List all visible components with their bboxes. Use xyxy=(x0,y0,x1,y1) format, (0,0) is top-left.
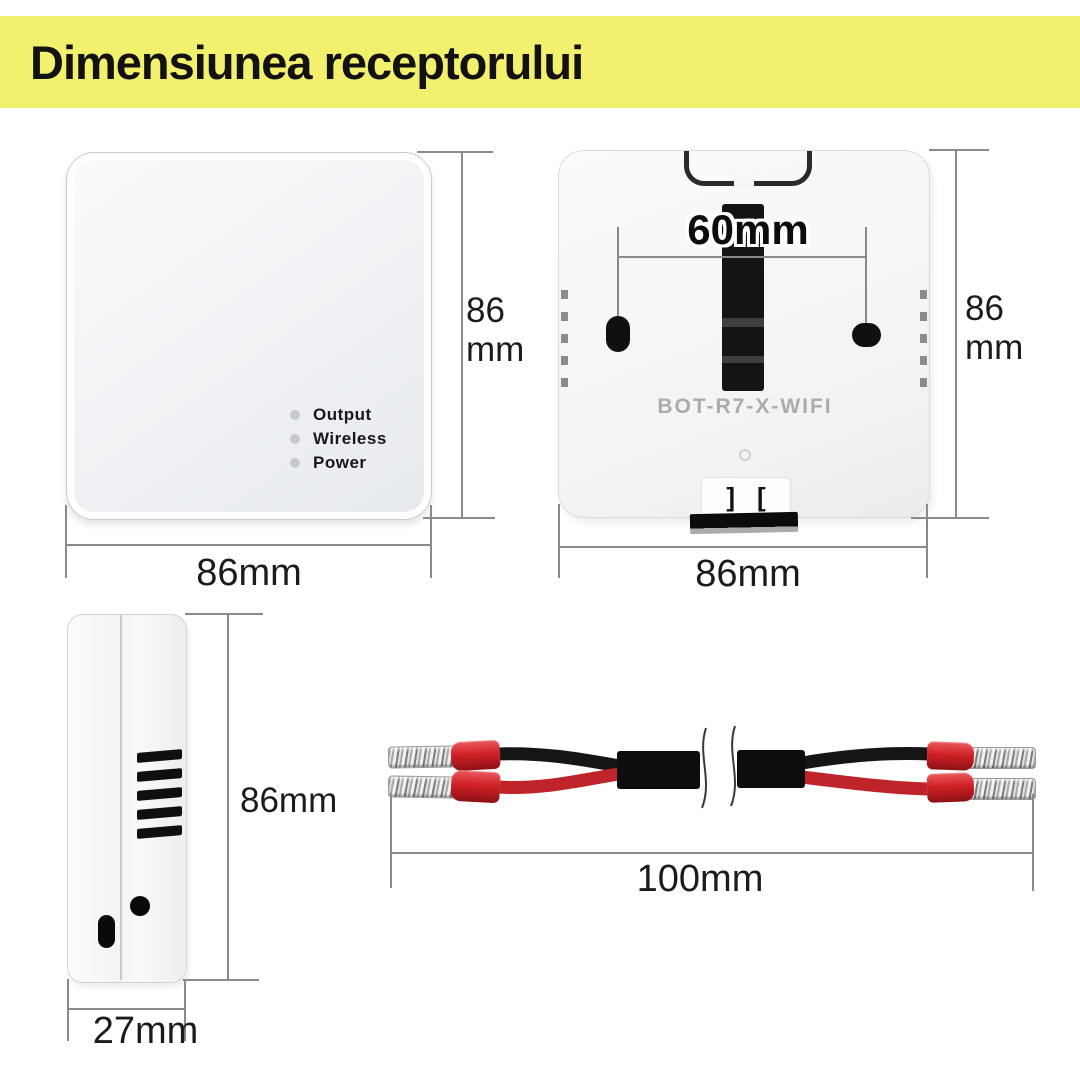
side-height-dim-tick-top xyxy=(185,613,263,615)
back-width-label: 86mm xyxy=(695,553,801,595)
output-led-label: Output xyxy=(313,405,372,424)
hole-spacing-dim-line xyxy=(617,256,866,258)
side-depth-label: 27mm xyxy=(92,1010,199,1052)
black-wire-left xyxy=(490,747,632,774)
side-depth-dim-line xyxy=(68,1008,185,1010)
back-width-dim-line xyxy=(559,546,927,548)
front-width-label: 86mm xyxy=(196,552,302,594)
vent-slot xyxy=(561,356,568,365)
break-mark-left xyxy=(701,727,708,809)
cable-length-tick-left xyxy=(390,796,392,888)
back-height-label: 86 mm xyxy=(965,289,1024,367)
side-button-hole xyxy=(130,896,150,916)
side-depth-dim-tick-left xyxy=(67,979,69,1041)
rail-slot-segment xyxy=(722,356,764,363)
front-height-dim-tick-bottom xyxy=(423,517,495,519)
led-row-power: Power xyxy=(290,453,367,473)
page-title: Dimensiunea receptorului xyxy=(30,35,584,89)
mounting-hole-right xyxy=(852,323,881,347)
vent-slot xyxy=(920,378,927,387)
side-height-dim-tick-bottom xyxy=(183,979,259,981)
break-mark-right xyxy=(730,725,737,807)
bare-wire-end xyxy=(387,775,458,799)
crimp-ferrule xyxy=(926,772,975,803)
front-height-dim-tick-top xyxy=(417,151,493,153)
vent-slot xyxy=(920,290,927,299)
red-wire-left xyxy=(490,766,632,794)
receiver-side-profile xyxy=(67,614,187,983)
cable-drawing xyxy=(490,725,937,809)
back-height-dim-tick-top xyxy=(929,149,989,151)
black-wire-right xyxy=(795,746,937,770)
crimp-ferrule xyxy=(450,769,501,804)
front-width-dim-tick-right xyxy=(430,505,432,578)
cable-sheath-right xyxy=(737,750,805,788)
vent-slot xyxy=(561,290,568,299)
bare-wire-end xyxy=(387,745,458,769)
hole-spacing-tick-left xyxy=(617,227,619,330)
front-width-dim-tick-left xyxy=(65,505,67,578)
mounting-notch-gap xyxy=(734,172,754,188)
red-wire-right xyxy=(795,770,937,796)
receiver-front-face xyxy=(66,152,432,520)
back-width-dim-tick-left xyxy=(558,504,560,578)
back-width-dim-tick-right xyxy=(926,504,928,578)
vent-slot xyxy=(561,378,568,387)
output-led-icon xyxy=(290,410,300,420)
case-seam-line xyxy=(120,615,122,980)
back-height-dim-line xyxy=(955,150,957,518)
wireless-led-label: Wireless xyxy=(313,429,387,448)
hole-spacing-tick-right xyxy=(865,227,867,332)
vent-slot xyxy=(920,356,927,365)
clip-bracket-left: ] xyxy=(726,481,735,512)
cable-length-dim-line xyxy=(391,852,1033,854)
title-banner: Dimensiunea receptorului xyxy=(0,16,1080,108)
crimp-ferrule xyxy=(926,741,975,771)
vent-slot xyxy=(561,334,568,343)
crimp-ferrule xyxy=(450,739,501,772)
vent-slot xyxy=(920,312,927,321)
front-height-label: 86 mm xyxy=(466,291,525,369)
side-height-label: 86mm xyxy=(240,781,338,820)
bottom-clip-tab: ] [ xyxy=(701,477,791,516)
cable-length-tick-right xyxy=(1032,794,1034,891)
bare-wire-end xyxy=(967,747,1036,769)
model-number-label: BOT-R7-X-WIFI xyxy=(657,395,833,418)
power-led-label: Power xyxy=(313,453,367,472)
screw-hole-icon xyxy=(739,449,751,461)
cable-sheath-left xyxy=(617,751,700,789)
front-height-dim-line xyxy=(461,152,463,518)
mounting-hole-left xyxy=(606,316,630,352)
bottom-clip-bar xyxy=(689,511,799,535)
hole-spacing-label: 60mm xyxy=(687,206,809,253)
side-depth-dim-tick-right xyxy=(184,979,186,1041)
rail-slot-segment xyxy=(722,318,764,327)
cable-length-label: 100mm xyxy=(636,858,764,900)
wireless-led-icon xyxy=(290,434,300,444)
front-width-dim-line xyxy=(66,544,432,546)
clip-bracket-right: [ xyxy=(757,481,766,512)
led-row-output: Output xyxy=(290,405,372,425)
power-led-icon xyxy=(290,458,300,468)
vent-slot xyxy=(920,334,927,343)
vent-slot xyxy=(561,312,568,321)
side-height-dim-line xyxy=(227,614,229,980)
led-row-wireless: Wireless xyxy=(290,429,387,449)
back-height-dim-tick-bottom xyxy=(911,517,989,519)
bare-wire-end xyxy=(967,778,1036,800)
side-slot-opening xyxy=(98,915,115,948)
